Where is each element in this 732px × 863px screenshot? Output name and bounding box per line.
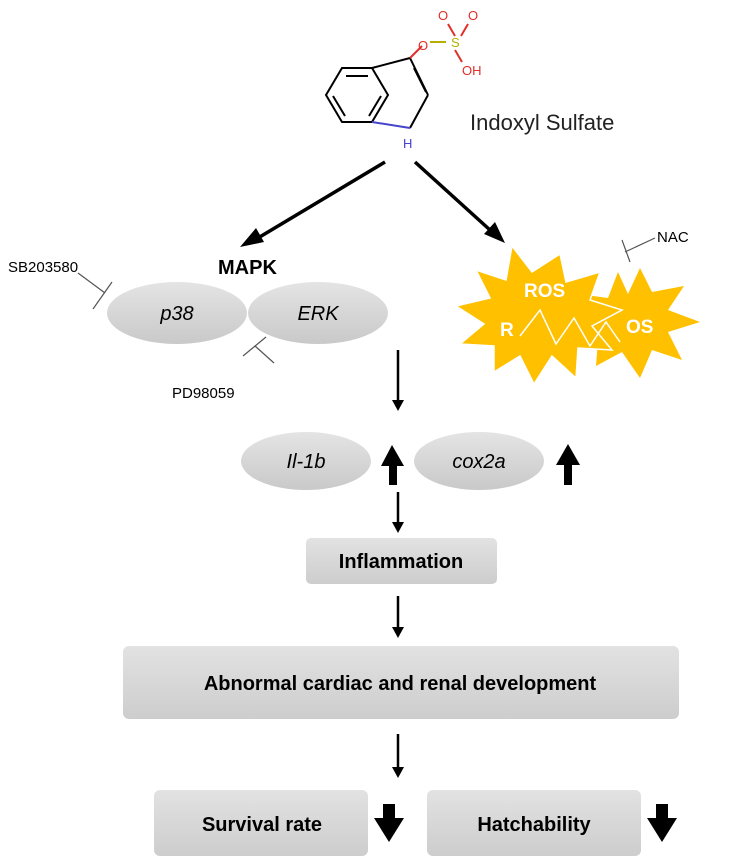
- ros-label-left: R: [500, 320, 514, 341]
- p38-label: p38: [159, 303, 193, 325]
- hatchability-label: Hatchability: [477, 814, 591, 836]
- ros-label-main: ROS: [524, 281, 565, 302]
- arrow-to-mapk: [240, 160, 386, 247]
- inhibitor-pd98059: PD98059: [172, 385, 235, 402]
- compound-name: Indoxyl Sulfate: [470, 110, 614, 135]
- survival-box: [154, 790, 368, 856]
- inhibitor-nac: NAC: [657, 229, 689, 246]
- atom-sulfur: S: [451, 35, 460, 50]
- development-label: Abnormal cardiac and renal development: [204, 673, 597, 695]
- erk-node: [248, 282, 388, 344]
- atom-hydroxyl: OH: [462, 63, 482, 78]
- mapk-title: MAPK: [218, 257, 277, 279]
- erk-inhibition-mark: [242, 336, 275, 364]
- il1b-label: Il-1b: [287, 451, 326, 473]
- atom-oxygen-top-right: O: [468, 8, 478, 23]
- atom-oxygen-top-left: O: [438, 8, 448, 23]
- ros-burst: [454, 244, 700, 386]
- arrow-mapk-to-genes: [392, 350, 404, 411]
- ros-inhibition-mark: [621, 237, 656, 263]
- indoxyl-sulfate-structure: [324, 23, 469, 129]
- arrow-development-to-outcomes: [392, 734, 404, 778]
- atom-nitrogen-h: H: [403, 136, 412, 151]
- cox2a-up-arrow-icon: [556, 444, 580, 485]
- hatchability-down-arrow-icon: [647, 804, 677, 842]
- arrow-inflammation-to-development: [392, 596, 404, 638]
- inflammation-label: Inflammation: [339, 551, 463, 573]
- survival-down-arrow-icon: [374, 804, 404, 842]
- inflammation-box: [306, 538, 497, 584]
- survival-label: Survival rate: [202, 814, 322, 836]
- ros-label-right: OS: [626, 317, 653, 338]
- erk-label: ERK: [297, 303, 340, 325]
- inhibitor-sb203580: SB203580: [8, 259, 78, 276]
- p38-node: [107, 282, 247, 344]
- hatchability-box: [427, 790, 641, 856]
- cox2a-label: cox2a: [452, 451, 505, 473]
- arrow-to-ros: [413, 160, 505, 243]
- il1b-node: [241, 432, 371, 490]
- atom-oxygen-linker: O: [418, 38, 428, 53]
- development-box: [123, 646, 679, 719]
- ros-star-right: [570, 268, 700, 378]
- p38-inhibition-mark: [77, 272, 113, 310]
- il1b-up-arrow-icon: [381, 445, 404, 485]
- arrow-genes-to-inflammation: [392, 492, 404, 533]
- ros-star-left: [454, 244, 624, 386]
- cox2a-node: [414, 432, 544, 490]
